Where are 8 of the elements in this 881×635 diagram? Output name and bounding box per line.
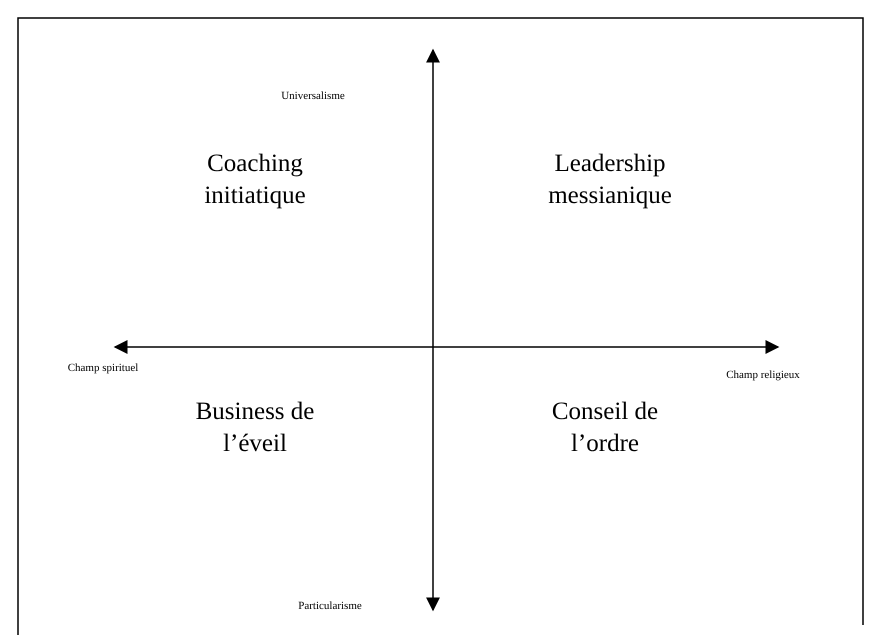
quadrant-label: Business de l’éveil — [194, 397, 316, 459]
axis-label: Universalisme — [281, 90, 345, 102]
quadrant-label: Leadership messianique — [547, 149, 673, 211]
axis-label: Champ spirituel — [68, 362, 138, 374]
quadrant-label: Coaching initiatique — [203, 149, 307, 211]
axis-label: Particularisme — [298, 600, 362, 612]
axis-label: Champ religieux — [726, 369, 800, 381]
quadrant-label: Conseil de l’ordre — [550, 397, 660, 459]
